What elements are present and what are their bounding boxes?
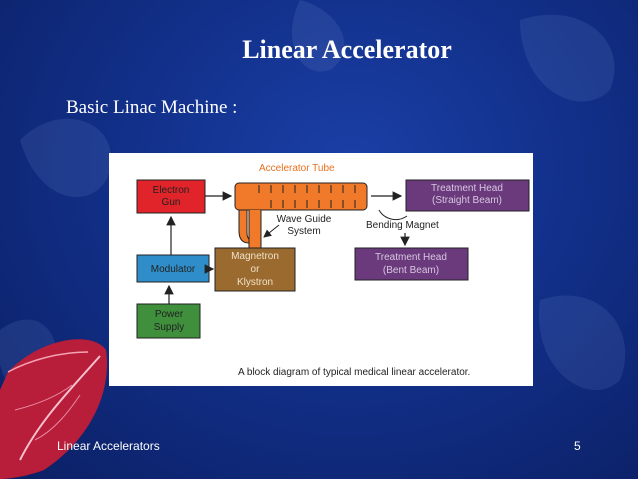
electron-gun-block: Electron Gun: [136, 179, 206, 214]
svg-text:Klystron: Klystron: [237, 277, 273, 288]
accelerator-tube: [234, 182, 368, 254]
power-supply-block: Power Supply: [136, 303, 201, 339]
svg-text:or: or: [251, 264, 261, 275]
modulator-block: Modulator: [136, 254, 210, 283]
svg-text:(Bent Beam): (Bent Beam): [383, 265, 439, 276]
svg-text:(Straight Beam): (Straight Beam): [432, 195, 502, 206]
red-leaf: [0, 339, 108, 479]
svg-text:Supply: Supply: [154, 322, 185, 333]
svg-text:Electron: Electron: [153, 185, 190, 196]
bending-magnet-label: Bending Magnet: [366, 209, 439, 247]
svg-text:Gun: Gun: [162, 197, 181, 208]
treatment-head-straight-block: Treatment Head (Straight Beam): [405, 179, 530, 212]
magnetron-klystron-block: Magnetron or Klystron: [214, 247, 296, 292]
page-number: 5: [574, 439, 581, 453]
footer-title: Linear Accelerators: [57, 439, 160, 453]
svg-text:Modulator: Modulator: [151, 264, 196, 275]
diagram-caption: A block diagram of typical medical linea…: [238, 367, 470, 378]
svg-text:Wave Guide: Wave Guide: [277, 214, 332, 225]
accelerator-tube-label: Accelerator Tube: [259, 163, 335, 174]
svg-text:Treatment Head: Treatment Head: [431, 183, 503, 194]
svg-text:Bending Magnet: Bending Magnet: [366, 220, 439, 231]
svg-text:System: System: [287, 226, 320, 237]
svg-text:Treatment Head: Treatment Head: [375, 252, 447, 263]
linac-block-diagram: Accelerator Tube Electron Gun: [109, 153, 533, 386]
svg-text:Magnetron: Magnetron: [231, 251, 279, 262]
wave-guide-label: Wave Guide System: [263, 214, 332, 238]
slide-title: Linear Accelerator: [242, 35, 452, 64]
treatment-head-bent-block: Treatment Head (Bent Beam): [354, 247, 469, 281]
svg-text:Power: Power: [155, 309, 184, 320]
slide-subtitle: Basic Linac Machine :: [66, 97, 238, 118]
